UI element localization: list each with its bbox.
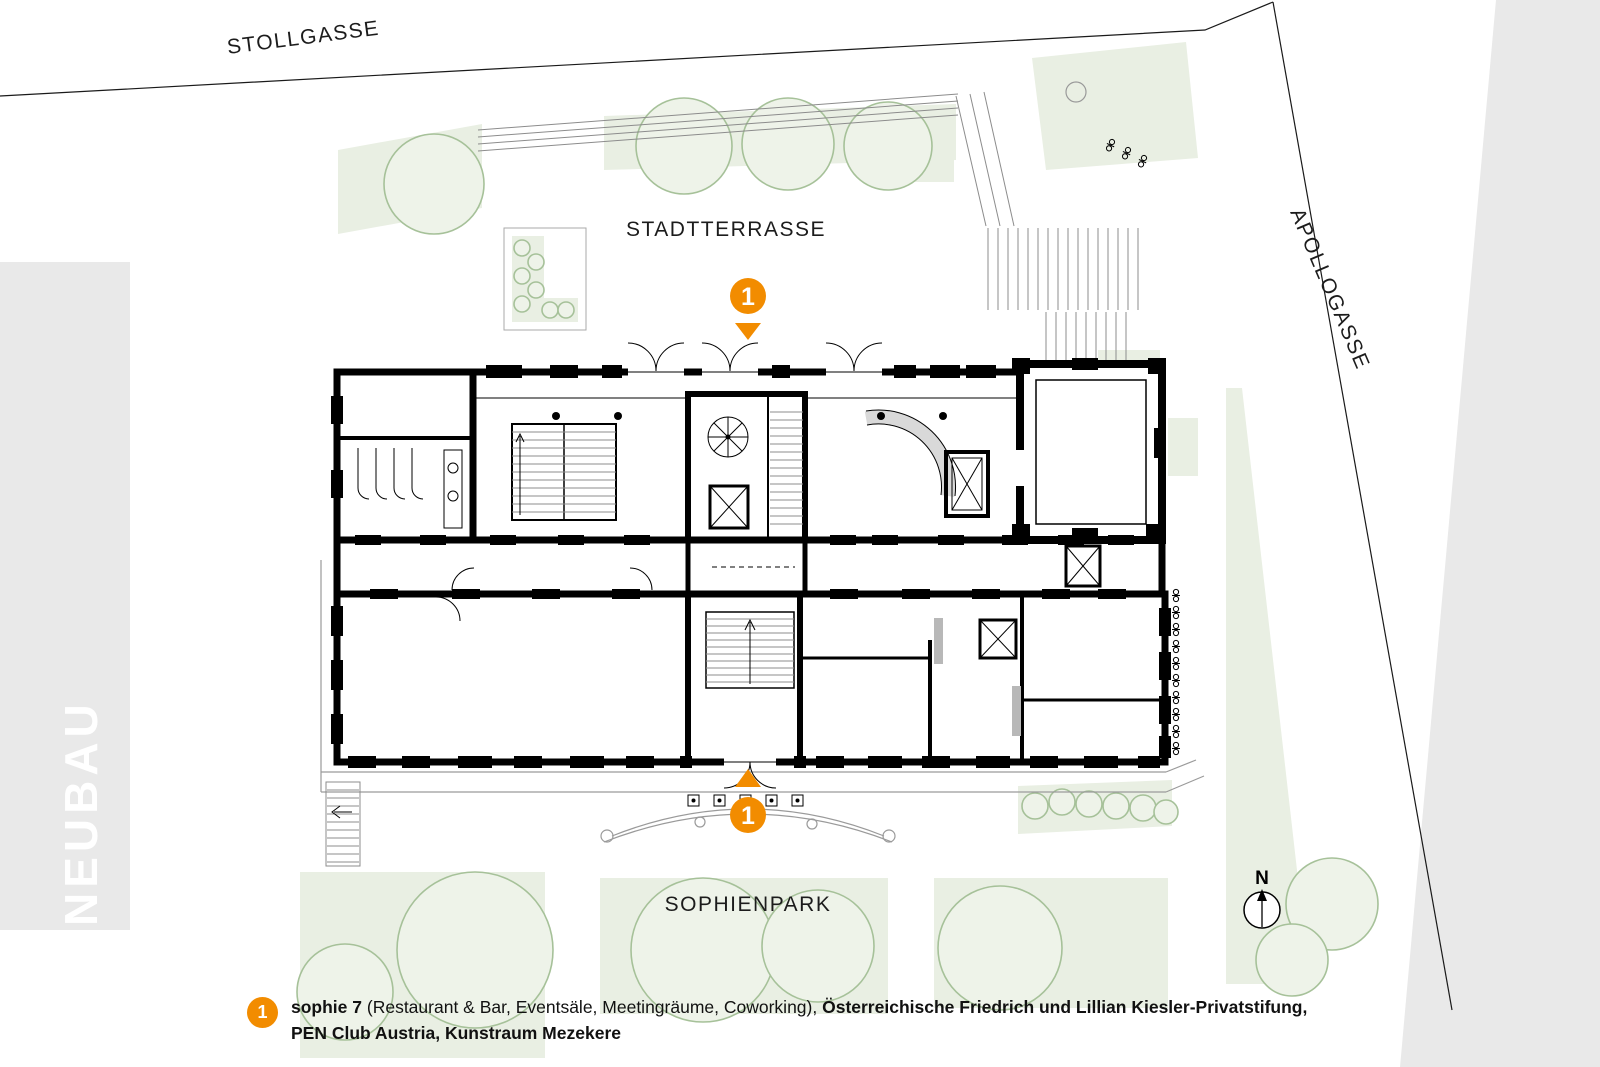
- marker-circle[interactable]: [730, 278, 766, 314]
- fountain-icon: [1065, 81, 1087, 103]
- marker-entrance-bottom[interactable]: 1: [730, 769, 766, 833]
- tree-icon: [741, 97, 835, 191]
- legend: 1 sophie 7 (Restaurant & Bar, Eventsäle,…: [247, 994, 1497, 1047]
- upper-west-wing: [333, 368, 477, 544]
- marker-top-number: 1: [741, 283, 755, 311]
- elevator-upper-east: [944, 450, 990, 518]
- main-stair-upper: [511, 423, 617, 521]
- tree-icon: [635, 97, 733, 195]
- label-stollgasse: STOLLGASSE: [226, 17, 381, 59]
- walkways: [320, 560, 1205, 793]
- legend-tenant-detail: (Restaurant & Bar, Eventsäle, Meetingräu…: [366, 997, 818, 1017]
- neubau-block: [0, 262, 130, 930]
- label-neubau: NEUBAU: [55, 699, 107, 926]
- main-stair-lower: [705, 611, 795, 689]
- tree-icon: [383, 133, 485, 235]
- legend-text: sophie 7 (Restaurant & Bar, Eventsäle, M…: [291, 994, 1307, 1047]
- outdoor-stair-west: [325, 781, 361, 867]
- terrace-steps-hatch: [987, 228, 1139, 310]
- mid-band-piers: [355, 535, 1134, 599]
- label-sophienpark: SOPHIENPARK: [665, 893, 832, 916]
- bush-icon: [1048, 788, 1076, 816]
- legend-line2: PEN Club Austria, Kunstraum Mezekere: [291, 1023, 621, 1044]
- tree-icon: [843, 101, 933, 191]
- wc-rooms: [337, 436, 473, 529]
- tree-icon: [1255, 923, 1329, 997]
- green-wedge-east: [1226, 388, 1310, 984]
- tree-icon: [761, 889, 875, 1003]
- label-apollogasse: APOLLOGASSE: [1285, 205, 1374, 373]
- green-sliver-east: [1168, 418, 1198, 476]
- apollogasse-street-edge: [1272, 1, 1453, 1011]
- trees: [296, 81, 1379, 1041]
- marker-bottom-number: 1: [741, 802, 755, 830]
- lower-slab-interior: [435, 594, 1165, 762]
- legend-marker-badge: 1: [247, 997, 278, 1028]
- upper-east-wing-inner: [1035, 379, 1147, 525]
- terrace-ramp-hatch: [1045, 312, 1127, 366]
- building-plan: [331, 342, 1171, 789]
- stair-core: [685, 391, 808, 543]
- north-compass: N: [1243, 868, 1281, 929]
- bar-counter: [864, 409, 957, 497]
- upper-east-wing: [1016, 360, 1166, 544]
- marker-arrow-up-icon[interactable]: [735, 769, 761, 787]
- bush-icon: [1129, 794, 1157, 822]
- marker-arrow-down-icon[interactable]: [735, 323, 761, 340]
- marker-circle[interactable]: [730, 797, 766, 833]
- legend-tenant-name: sophie 7: [291, 997, 362, 1017]
- legend-organisation: Österreichische Friedrich und Lillian Ki…: [822, 997, 1308, 1017]
- mid-band-details: [451, 544, 1102, 591]
- planter-courtyard: [503, 227, 587, 331]
- north-facade-piers: [486, 365, 996, 378]
- south-facade-piers: [331, 396, 1171, 768]
- terrace-paving: [477, 91, 1015, 227]
- bush-icon: [1153, 799, 1179, 825]
- bike-stands-east: [1171, 588, 1181, 756]
- label-stadtterrasse: STADTTERRASSE: [626, 218, 826, 241]
- marker-entrance-top[interactable]: 1: [730, 278, 766, 340]
- tree-icon: [296, 943, 394, 1041]
- tree-icon: [396, 871, 554, 1029]
- apollogasse-east-block: [1400, 0, 1600, 1067]
- compass-north-label: N: [1255, 868, 1269, 889]
- compass-needle-tip-icon: [1257, 889, 1267, 901]
- corner-green-northeast: [1032, 42, 1198, 170]
- bush-icon: [1021, 792, 1049, 820]
- north-entrance-doors: [627, 342, 883, 378]
- tree-icon: [937, 885, 1063, 1011]
- bush-icon: [1075, 790, 1103, 818]
- bush-icon: [1102, 792, 1130, 820]
- tree-icon: [1285, 857, 1379, 951]
- legend-marker-number: 1: [257, 1002, 268, 1022]
- stollgasse-street-edge: [0, 1, 1274, 97]
- east-wing-piers: [1012, 358, 1166, 540]
